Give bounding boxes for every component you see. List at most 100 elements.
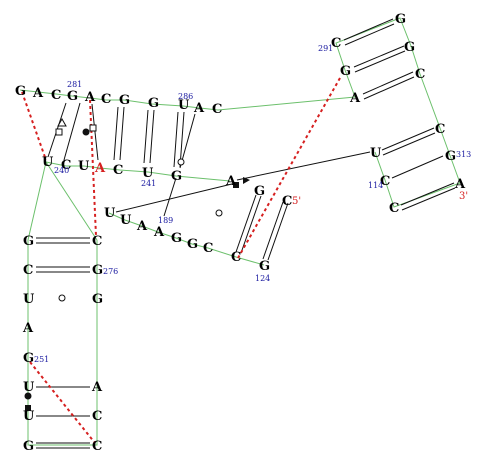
nucleotide: U [23,380,35,395]
pair-line [119,106,125,161]
nucleotide: G [15,84,26,99]
nucleotide: C [92,234,102,249]
circle-open-symbol [58,294,66,302]
nucleotide: G [259,259,270,274]
nucleotide: U [120,213,132,228]
pair-line [236,151,371,181]
tertiary-line [237,77,341,259]
nucleotide: U [42,155,54,170]
circle-open-symbol [215,209,223,217]
nucleotide: G [92,292,103,307]
position-number: 189 [158,216,173,225]
nucleotide: G [92,263,103,278]
nucleotide-highlight: A [94,161,106,176]
nucleotide: G [67,89,78,104]
position-number: 240 [54,166,69,175]
nucleotide: C [331,36,341,51]
square-open-symbol [89,124,97,132]
nucleotide: C [23,263,33,278]
nucleotide: A [225,174,237,189]
nucleotide: A [22,321,34,336]
nucleotide: A [136,219,148,234]
pair-line [143,109,149,164]
nucleotide: A [454,177,466,192]
pair-line [344,23,395,46]
nucleotide: U [142,166,154,181]
nucleotide: G [445,149,456,164]
nucleotide: U [178,98,190,113]
nucleotide: A [349,91,361,106]
circle-open-symbol [177,158,185,166]
nucleotide: G [171,231,182,246]
pair-line [382,132,436,156]
nucleotide: U [23,409,35,424]
pair-symbols [24,117,250,411]
pair-line [173,111,179,168]
backbone-right-stem [374,151,461,208]
pair-line [354,50,406,73]
nucleotide: C [282,194,292,209]
tertiary-line [89,99,97,237]
position-numbers: 281 286 291 313 114 240 241 189 124 276 … [34,44,471,364]
strand-end-labels: 5' 3' [292,191,468,207]
backbone-top-strand [19,89,219,111]
tertiary-interaction-lines [21,77,341,444]
pair-line [179,111,185,168]
position-number: 291 [318,44,333,53]
position-number: 276 [103,267,118,276]
backbone-lines [19,17,461,446]
position-number: 286 [178,92,193,101]
nucleotide: C [101,92,111,107]
nucleotide: G [23,351,34,366]
nucleotide: A [91,380,103,395]
nucleotide: U [78,159,90,174]
nucleotide: G [119,93,130,108]
nucleotide: C [231,250,241,265]
circle-filled-symbol [82,128,90,136]
nucleotide: G [254,184,265,199]
nucleotide: G [395,12,406,27]
nucleotide: U [23,292,35,307]
square-filled-symbol [233,182,239,188]
position-number: 241 [141,179,156,188]
position-number: 281 [67,80,82,89]
pair-line [163,177,177,217]
five-prime-end-label: 5' [292,196,301,207]
nucleotide: G [187,237,198,252]
nucleotide: G [340,64,351,79]
pair-line [63,102,81,161]
pair-line [343,18,394,41]
pair-line [240,195,262,254]
nucleotide: A [32,86,44,101]
pair-line [91,103,99,161]
backbone-left-triangle [27,160,98,241]
nucleotide: A [193,101,205,116]
nucleotide: G [404,40,415,55]
position-number: 114 [368,181,383,190]
nucleotide: C [113,163,123,178]
pair-line [267,202,289,261]
pair-line [363,76,415,100]
nucleotide: U [370,146,382,161]
nucleotide: C [92,439,102,454]
nucleotide: C [51,88,61,103]
nucleotide: A [84,90,96,105]
nucleotide: C [435,122,445,137]
square-filled-symbol [25,405,31,411]
nucleotide: C [92,409,102,424]
backbone-to-hairpin [217,96,356,111]
arrow-symbol [243,177,250,184]
nucleotide: G [23,439,34,454]
pair-line [400,182,455,206]
backbone-middle-strand [45,161,231,182]
nucleotide: G [23,234,34,249]
pair-line [262,201,284,260]
backbone-left-stem [27,240,98,446]
nucleotide: C [61,158,71,173]
square-open-symbol [55,128,63,136]
nucleotide-letters: G A C G A C G G U A C G G C C G A C U G … [15,12,466,454]
pair-line [353,45,405,68]
pair-line [113,106,119,161]
pair-line [115,182,237,213]
